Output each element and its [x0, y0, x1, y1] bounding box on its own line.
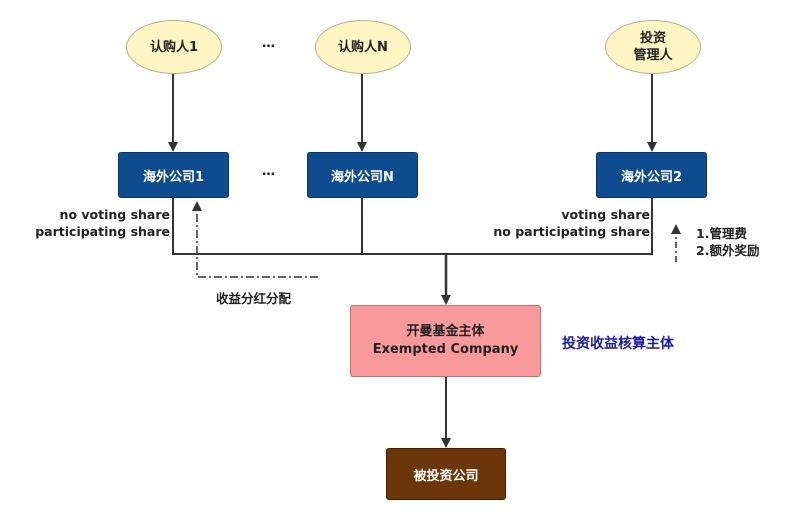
- fee-label: 1.管理费 2.额外奖励: [696, 225, 759, 259]
- right-share-line-1: voting share: [561, 207, 650, 222]
- subscriber-1-label: 认购人1: [149, 39, 199, 55]
- fund-entity-box: 开曼基金主体 Exempted Company: [350, 305, 541, 377]
- offshore-company-n: 海外公司N: [307, 152, 418, 198]
- fee-line-1: 1.管理费: [696, 226, 747, 241]
- right-share-label: voting share no participating share: [460, 206, 650, 240]
- fee-line-2: 2.额外奖励: [696, 243, 760, 258]
- left-share-label: no voting share participating share: [20, 206, 170, 240]
- dividend-return-path: [192, 201, 318, 278]
- subscriber-1-node: 认购人1: [126, 20, 222, 74]
- portfolio-company-label: 被投资公司: [413, 468, 479, 484]
- subscriber-n-node: 认购人N: [315, 20, 411, 74]
- left-share-line-1: no voting share: [59, 207, 170, 222]
- offshore-company-1: 海外公司1: [118, 152, 229, 198]
- dividend-label: 收益分红分配: [216, 291, 292, 306]
- offshore-company-2-label: 海外公司2: [620, 169, 683, 185]
- subscriber-n-label: 认购人N: [338, 39, 388, 55]
- offshore-company-2: 海外公司2: [596, 152, 707, 198]
- offshore-company-n-label: 海外公司N: [331, 169, 394, 185]
- investment-manager-label: 投资 管理人: [633, 31, 673, 63]
- fund-entity-en-label: Exempted Company: [372, 342, 519, 357]
- ellipsis-top: …: [262, 36, 275, 51]
- fund-entity-cn-label: 开曼基金主体: [406, 324, 485, 339]
- investment-manager-node: 投资 管理人: [605, 20, 701, 74]
- portfolio-company-box: 被投资公司: [386, 448, 506, 500]
- accounting-entity-label: 投资收益核算主体: [562, 336, 674, 352]
- ellipsis-middle: …: [262, 164, 275, 179]
- right-share-line-2: no participating share: [493, 224, 650, 239]
- offshore-company-1-label: 海外公司1: [142, 169, 205, 185]
- left-share-line-2: participating share: [35, 224, 170, 239]
